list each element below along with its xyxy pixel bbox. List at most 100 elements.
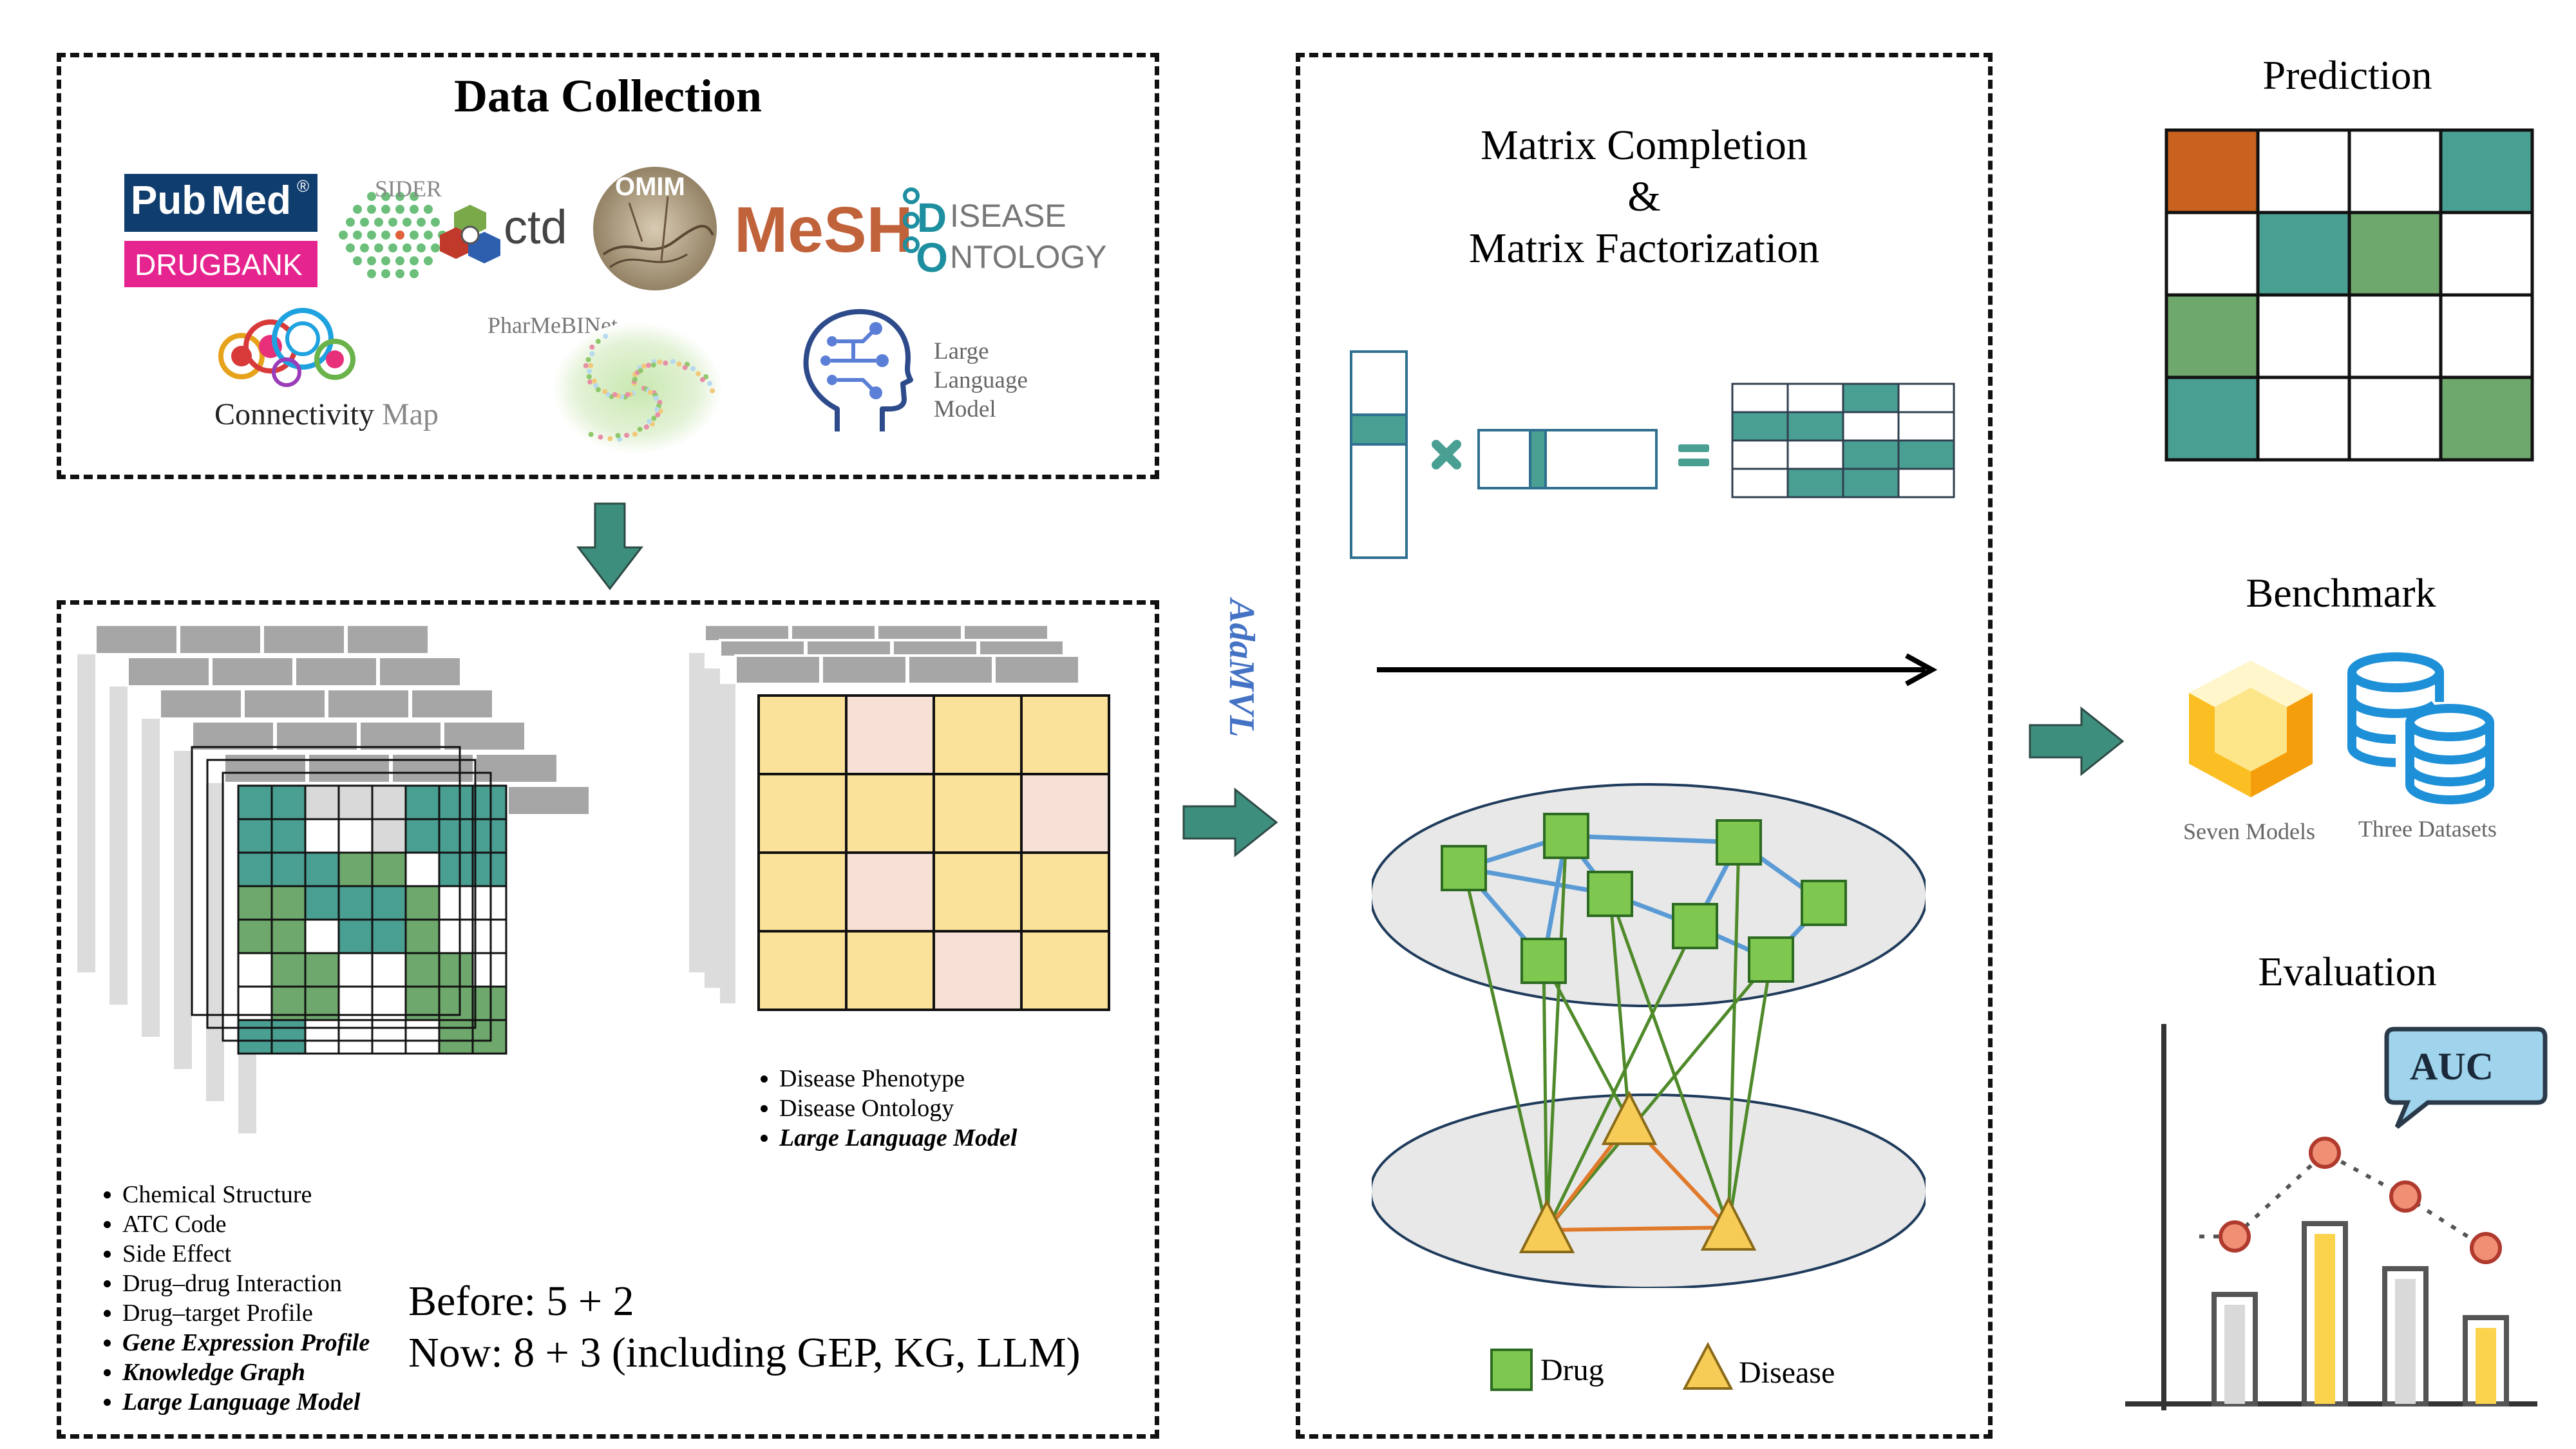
disease-ontology-logo-icon: D O: [903, 187, 948, 278]
disease-matrix-cell: [933, 773, 1023, 854]
disease-feature-list: Disease Phenotype Disease Ontology Large…: [741, 1064, 1017, 1153]
multiply-icon: [1432, 440, 1461, 469]
speech-bubble-icon: [2384, 1027, 2548, 1129]
disease-matrix-cell: [845, 930, 935, 1011]
prediction-cell: [2439, 293, 2534, 379]
methods-title-1: Matrix Completion: [1481, 122, 1808, 169]
evaluation-title: Evaluation: [2258, 949, 2437, 994]
drug-feature-item: Side Effect: [122, 1239, 370, 1269]
method-label: AdaMVL: [1222, 599, 1262, 737]
drug-matrix-stack: [77, 625, 591, 1133]
legend-drug-swatch: [1490, 1349, 1533, 1391]
pharmebinet-logo-graphic: [553, 323, 723, 454]
prediction-cell: [2164, 375, 2260, 462]
matrix-factorization-graphic: [1350, 350, 1955, 559]
disease-feature-item: Large Language Model: [779, 1123, 1017, 1153]
drug-feature-item: Chemical Structure: [122, 1180, 370, 1209]
disease-matrix-cell: [1020, 694, 1110, 775]
connectivity-map-logo-icon: [218, 308, 355, 387]
disease-node: [1519, 1198, 1575, 1253]
ctd-logo-text: ctd: [504, 200, 567, 254]
prediction-cell: [2164, 293, 2260, 379]
three-datasets-label: Three Datasets: [2358, 816, 2497, 842]
drug-node: [1716, 819, 1762, 866]
factorization-cell: [1731, 411, 1789, 442]
process-arrow-icon: [1377, 653, 1938, 687]
llm-logo-text-3: Model: [934, 396, 996, 422]
disease-matrix-cell: [1020, 930, 1110, 1011]
factorization-cell: [1842, 439, 1900, 470]
prediction-cell: [2256, 211, 2351, 297]
drug-feature-item: Drug–drug Interaction: [122, 1269, 370, 1298]
prediction-cell: [2347, 128, 2443, 214]
drug-node: [1441, 845, 1487, 891]
drugbank-logo-text: DRUGBANK: [135, 248, 303, 281]
data-collection-panel: [57, 53, 1159, 479]
drug-node: [1801, 880, 1847, 926]
disease-matrix-cell: [845, 773, 935, 854]
features-panel: [57, 600, 1159, 1439]
prediction-cell: [2164, 211, 2260, 297]
factorization-cell: [1897, 468, 1955, 498]
legend-disease-swatch: [1682, 1341, 1734, 1390]
svg-text:O: O: [916, 234, 948, 278]
drug-feature-list: Chemical Structure ATC Code Side Effect …: [84, 1180, 370, 1417]
disease-matrix-cell: [933, 851, 1023, 933]
legend-drug-label: Drug: [1540, 1353, 1604, 1387]
disease-matrix-cell: [757, 851, 848, 933]
factorization-cell: [1731, 439, 1789, 470]
prediction-cell: [2347, 293, 2443, 379]
prediction-cell: [2439, 128, 2534, 214]
ctd-logo-icon: [440, 205, 500, 263]
factorization-cell: [1842, 383, 1900, 413]
prediction-title: Prediction: [2262, 52, 2432, 98]
prediction-cell: [2439, 375, 2534, 462]
factorization-cell: [1897, 411, 1955, 442]
prediction-cell: [2256, 375, 2351, 462]
disease-matrix-cell: [933, 694, 1023, 775]
count-now: Now: 8 + 3 (including GEP, KG, LLM): [408, 1329, 1081, 1376]
database-icon: [2347, 652, 2494, 805]
cube-icon: [2189, 661, 2313, 797]
pubmed-logo-reg: ®: [297, 176, 310, 196]
pubmed-logo-text-a: Pub: [131, 178, 207, 223]
right-arrow-icon: [2029, 706, 2125, 777]
disease-matrix-cell: [933, 930, 1023, 1011]
methods-title-3: Matrix Factorization: [1468, 225, 1820, 272]
disease-matrix-cell: [1020, 773, 1110, 854]
drug-feature-item: Large Language Model: [122, 1387, 370, 1417]
factorization-cell: [1731, 383, 1789, 413]
disease-ontology-text-1: ISEASE: [950, 198, 1066, 234]
llm-logo-text-2: Language: [934, 367, 1028, 393]
factorization-cell: [1786, 439, 1844, 470]
drug-feature-item: ATC Code: [122, 1209, 370, 1239]
disease-matrix-cell: [1020, 851, 1110, 933]
benchmark-title: Benchmark: [2246, 570, 2436, 616]
mesh-logo-text: MeSH: [734, 194, 913, 266]
drug-node: [1520, 938, 1567, 984]
factorization-cell: [1786, 468, 1844, 498]
llm-logo-text-1: Large: [934, 338, 989, 365]
disease-matrix-cell: [757, 930, 848, 1011]
connectivity-map-text-a: Connectivity: [214, 397, 374, 431]
prediction-cell: [2256, 128, 2351, 214]
factorization-cell: [1786, 383, 1844, 413]
disease-node: [1700, 1196, 1757, 1251]
prediction-cell: [2347, 211, 2443, 297]
omim-logo: [593, 167, 717, 290]
sider-logo-text: SIDER: [375, 176, 442, 202]
legend-disease-label: Disease: [1739, 1356, 1835, 1390]
sider-logo: [339, 192, 447, 278]
seven-models-label: Seven Models: [2183, 819, 2315, 844]
drug-node: [1543, 813, 1589, 859]
factorization-cell: [1842, 468, 1900, 498]
factorization-cell: [1897, 383, 1955, 413]
count-before: Before: 5 + 2: [408, 1278, 634, 1325]
disease-matrix-cell: [845, 851, 935, 933]
auc-label: AUC: [2410, 1045, 2494, 1088]
svg-text:D: D: [917, 194, 947, 241]
disease-feature-item: Disease Ontology: [779, 1094, 1017, 1123]
disease-matrix-cell: [757, 773, 848, 854]
drug-node: [1748, 936, 1794, 983]
